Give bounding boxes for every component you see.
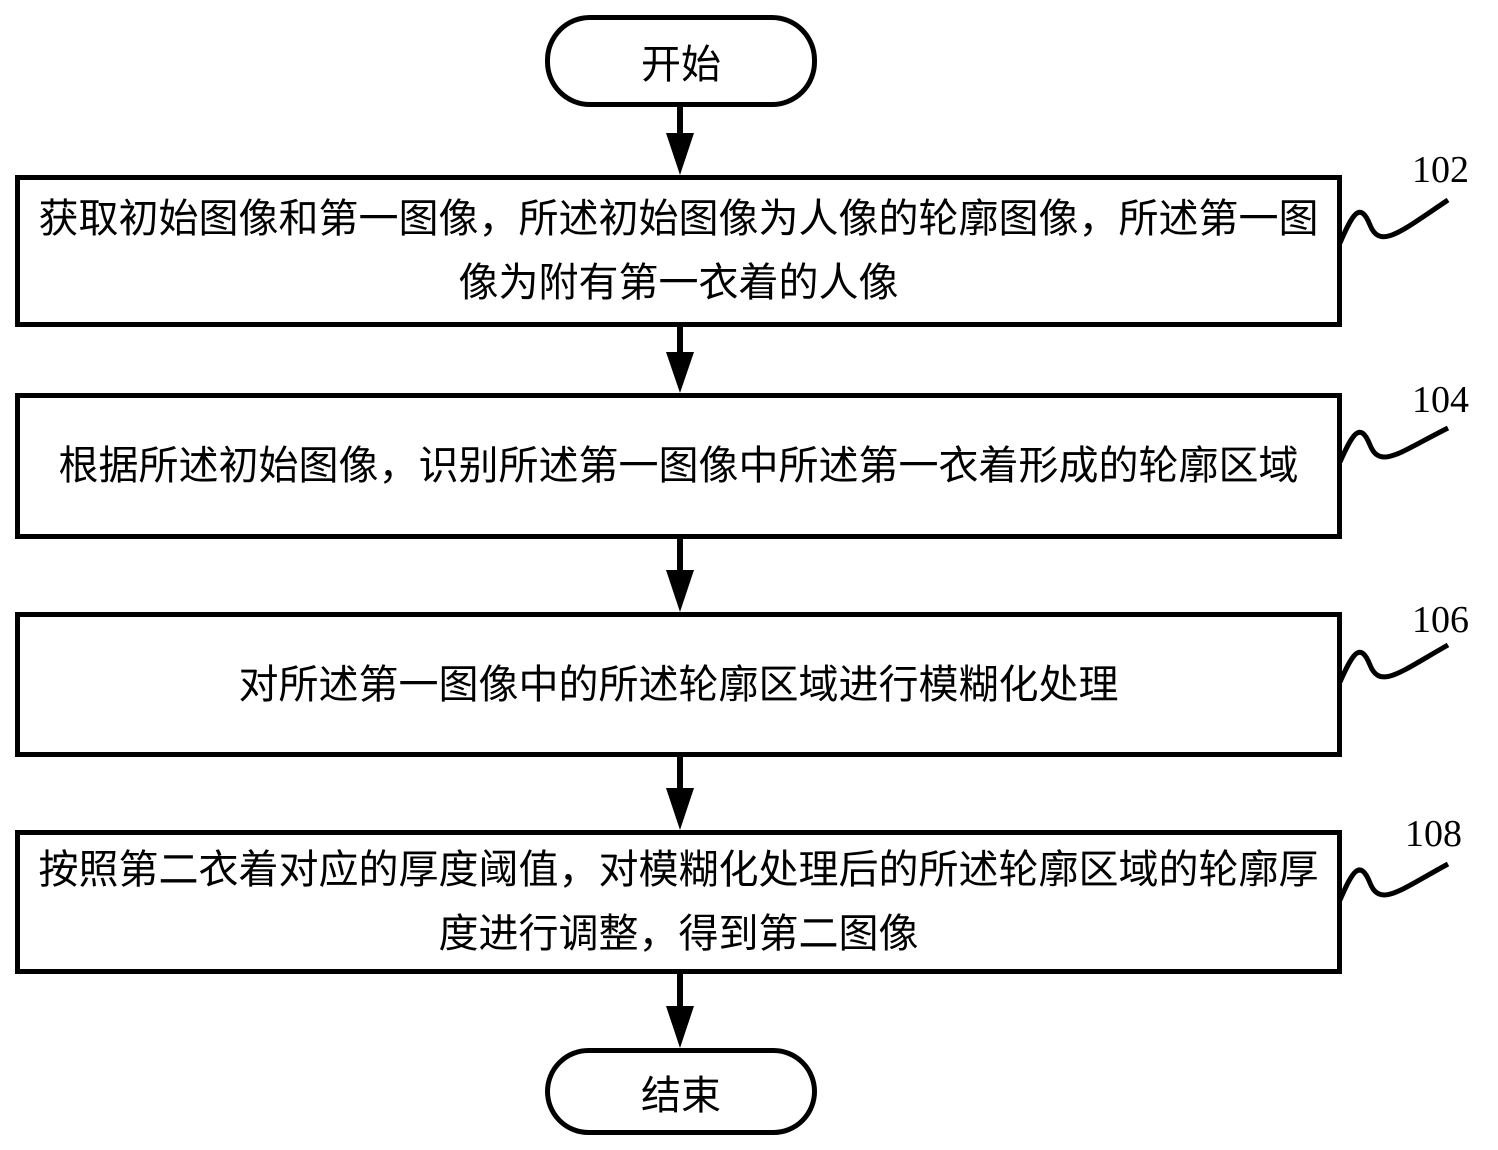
step-104-ref: 104 [1412, 379, 1469, 421]
leader-108 [1337, 861, 1450, 901]
step-104-box: 根据所述初始图像，识别所述第一图像中所述第一衣着形成的轮廓区域 [15, 393, 1342, 539]
leader-104 [1337, 425, 1450, 464]
step-102-ref: 102 [1412, 149, 1469, 191]
arrow-102-to-104 [666, 325, 694, 393]
arrow-108-to-end [666, 972, 694, 1048]
step-108-box: 按照第二衣着对应的厚度阈值，对模糊化处理后的所述轮廓区域的轮廓厚度进行调整，得到… [15, 830, 1342, 974]
end-terminal: 结束 [545, 1048, 817, 1135]
step-104-text: 根据所述初始图像，识别所述第一图像中所述第一衣着形成的轮廓区域 [58, 443, 1299, 489]
step-102-text: 获取初始图像和第一图像，所述初始图像为人像的轮廓图像，所述第一图像为附有第一衣着… [38, 196, 1319, 306]
arrow-start-to-102 [666, 105, 694, 175]
step-102-box: 获取初始图像和第一图像，所述初始图像为人像的轮廓图像，所述第一图像为附有第一衣着… [15, 175, 1342, 327]
step-106-text: 对所述第一图像中的所述轮廓区域进行模糊化处理 [238, 661, 1119, 708]
start-terminal: 开始 [545, 15, 817, 107]
step-108-text: 按照第二衣着对应的厚度阈值，对模糊化处理后的所述轮廓区域的轮廓厚度进行调整，得到… [38, 847, 1319, 957]
arrow-104-to-106 [666, 537, 694, 612]
leader-102 [1337, 197, 1450, 244]
step-108-ref: 108 [1405, 813, 1462, 855]
arrow-106-to-108 [666, 755, 694, 830]
step-106-box: 对所述第一图像中的所述轮廓区域进行模糊化处理 [15, 612, 1342, 757]
start-label: 开始 [641, 42, 721, 88]
leader-106 [1337, 642, 1450, 684]
step-106-ref: 106 [1412, 599, 1469, 641]
end-label: 结束 [641, 1072, 721, 1119]
